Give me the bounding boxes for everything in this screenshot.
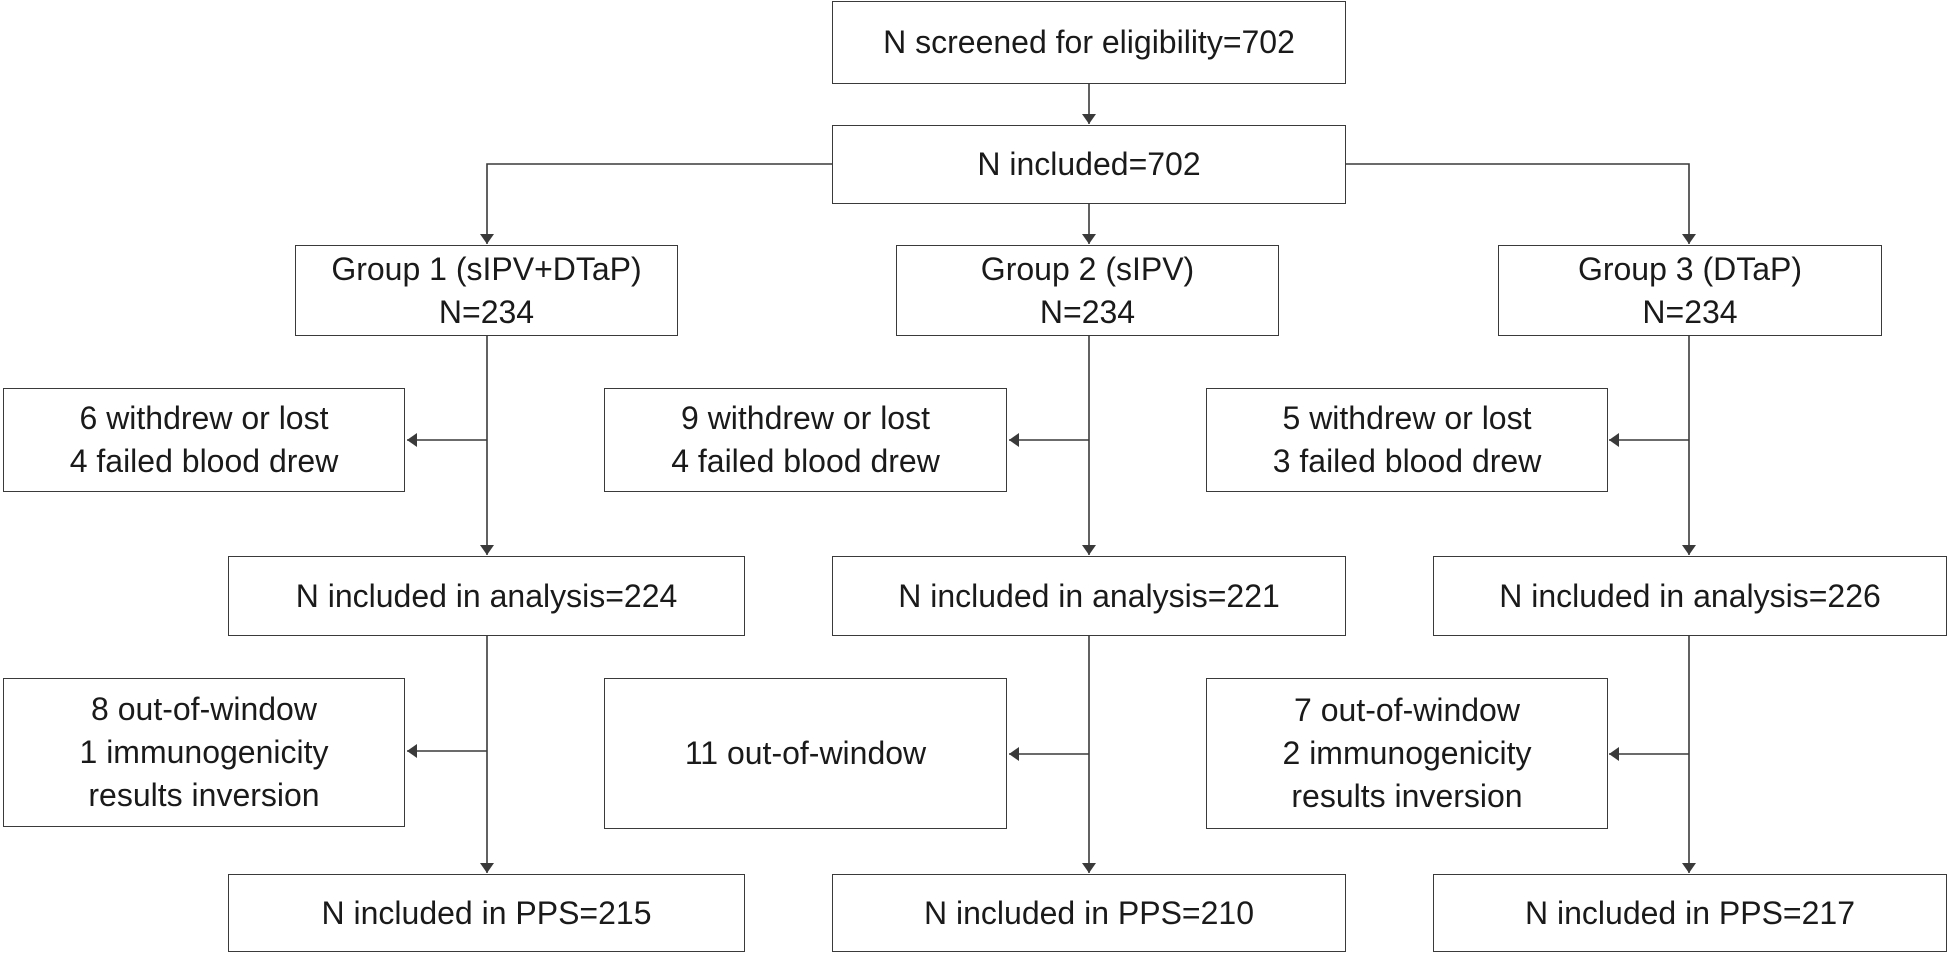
arrow-included-to-group-3 [1346,163,1696,244]
group-3-excluded-1-line-1: 5 withdrew or lost [1282,400,1532,436]
group-1-title: Group 1 (sIPV+DTaP) [331,250,642,287]
group-3-excluded-2-line-3: results inversion [1291,778,1523,814]
group-1-box: Group 1 (sIPV+DTaP) N=234 [295,245,678,336]
group-1-excluded-2-line-3: results inversion [88,777,320,813]
group-3-n: N=234 [1642,293,1738,330]
group-2-pps-box: N included in PPS=210 [832,874,1346,952]
group-3-title: Group 3 (DTaP) [1577,250,1803,287]
group-3-analysis-label: N included in analysis=226 [1499,577,1881,614]
group-2-box: Group 2 (sIPV) N=234 [896,245,1279,336]
group-1-pps-box: N included in PPS=215 [228,874,745,952]
group-1-analysis-box: N included in analysis=224 [228,556,745,636]
group-3-analysis-box: N included in analysis=226 [1433,556,1947,636]
group-1-excluded-1-line-1: 6 withdrew or lost [79,400,329,436]
group-3-excluded-1-box: 5 withdrew or lost 3 failed blood drew [1206,388,1608,492]
group-1-excluded-2-line-1: 8 out-of-window [91,691,317,727]
screened-box: N screened for eligibility=702 [832,1,1346,84]
group-3-pps-label: N included in PPS=217 [1525,894,1855,931]
group-2-excluded-1-box: 9 withdrew or lost 4 failed blood drew [604,388,1007,492]
group-2-excluded-1-line-2: 4 failed blood drew [671,443,940,479]
group-2-pps-label: N included in PPS=210 [924,894,1254,931]
group-1-excluded-1-line-2: 4 failed blood drew [69,443,339,479]
included-label: N included=702 [977,146,1201,182]
screened-label: N screened for eligibility=702 [883,24,1295,60]
group-2-excluded-2-line-1: 11 out-of-window [684,735,927,771]
group-3-pps-box: N included in PPS=217 [1433,874,1947,952]
group-2-title: Group 2 (sIPV) [980,250,1195,287]
group-2-excluded-1-line-1: 9 withdrew or lost [681,400,930,436]
group-3-excluded-2-line-1: 7 out-of-window [1294,692,1520,728]
group-1-excluded-2-box: 8 out-of-window 1 immunogenicity results… [3,678,405,827]
included-box: N included=702 [832,125,1346,204]
group-3-excluded-2-box: 7 out-of-window 2 immunogenicity results… [1206,678,1608,829]
group-2-excluded-2-box: 11 out-of-window [604,678,1007,829]
group-3-box: Group 3 (DTaP) N=234 [1498,245,1882,336]
group-1-excluded-1-box: 6 withdrew or lost 4 failed blood drew [3,388,405,492]
group-3-excluded-2-line-2: 2 immunogenicity [1282,735,1532,771]
arrow-included-to-group-1 [480,163,832,244]
group-1-analysis-label: N included in analysis=224 [295,577,678,614]
group-2-n: N=234 [1039,293,1136,330]
group-3-excluded-1-line-2: 3 failed blood drew [1272,443,1542,479]
group-2-analysis-box: N included in analysis=221 [832,556,1346,636]
group-1-pps-label: N included in PPS=215 [321,894,652,931]
group-2-analysis-label: N included in analysis=221 [898,577,1280,614]
group-1-n: N=234 [438,293,535,330]
group-1-excluded-2-line-2: 1 immunogenicity [79,734,329,770]
